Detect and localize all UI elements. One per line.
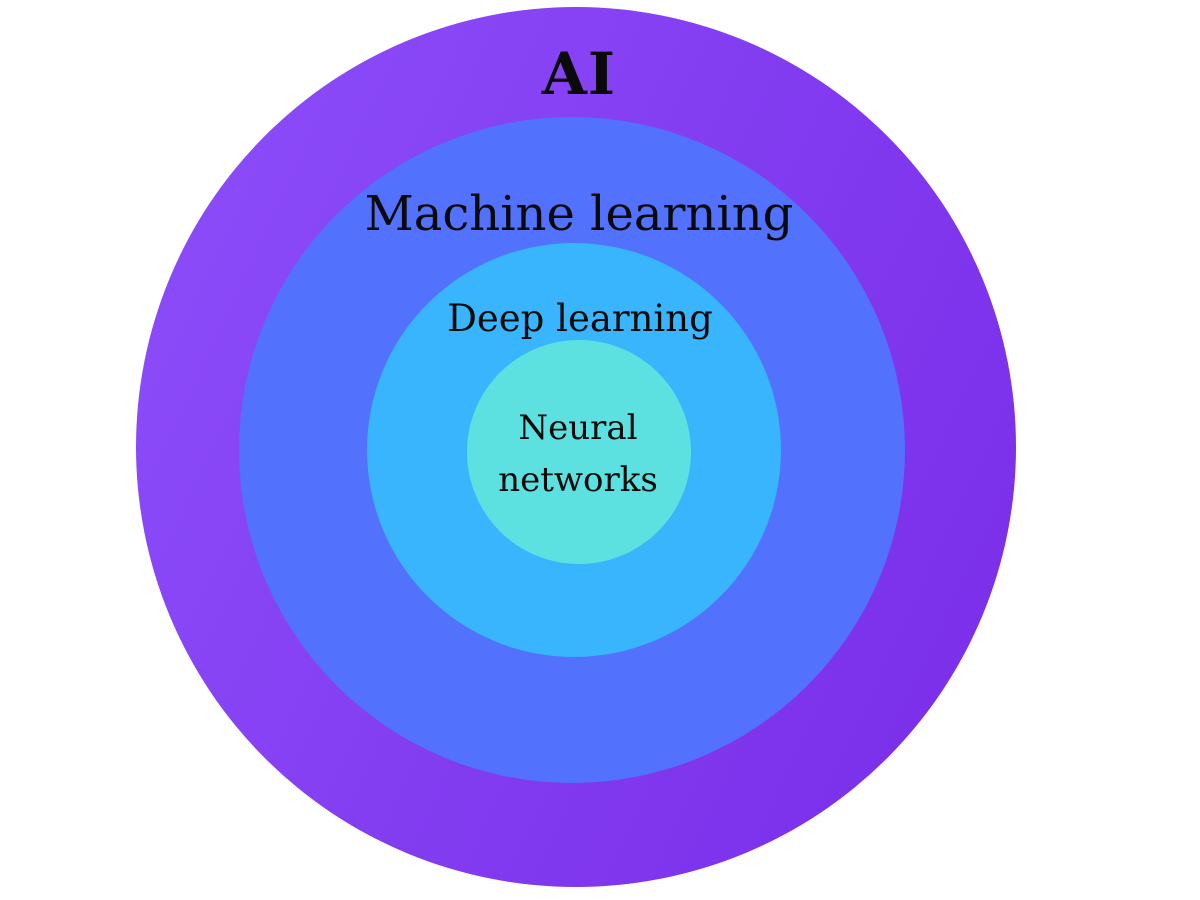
label-neural-networks-line2: networks [498, 460, 658, 500]
label-neural-networks-line1: Neural [518, 408, 638, 448]
label-deep-learning: Deep learning [447, 297, 713, 340]
label-machine-learning: Machine learning [364, 186, 794, 242]
circle-neural-networks [467, 340, 691, 564]
label-neural-networks: Neural networks [498, 402, 658, 506]
label-ai: AI [541, 40, 617, 108]
